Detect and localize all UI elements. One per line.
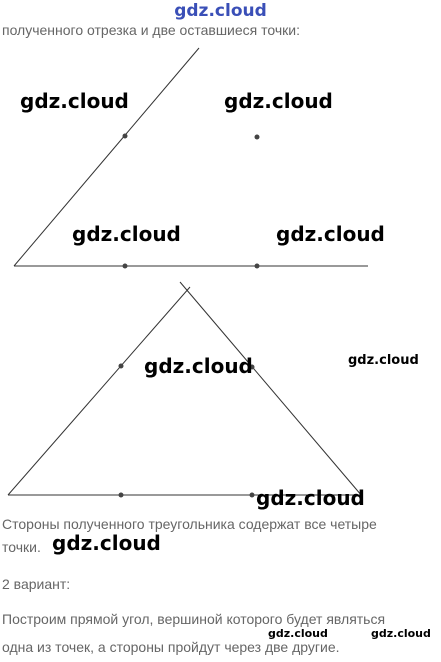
point-on-side <box>122 133 128 139</box>
watermark: gdz.cloud <box>371 627 431 640</box>
watermark: gdz.cloud <box>276 222 385 246</box>
watermark: gdz.cloud <box>144 354 253 378</box>
triangle-point-right <box>249 364 255 370</box>
watermark: gdz.cloud <box>348 353 419 368</box>
point-on-base-right <box>254 263 260 269</box>
watermark: gdz.cloud <box>256 486 365 510</box>
point-free <box>254 134 260 140</box>
watermark: gdz.cloud <box>20 89 129 113</box>
angle-side-line <box>13 47 200 267</box>
watermark: gdz.cloud <box>72 222 181 246</box>
triangle-left-side <box>7 286 191 496</box>
intro-line: полученного отрезка и две оставшиеся точ… <box>2 22 300 38</box>
watermark: gdz.cloud <box>52 531 161 555</box>
watermark: gdz.cloud <box>268 627 328 640</box>
triangle-sentence-line2: точки. <box>2 539 41 555</box>
watermark: gdz.cloud <box>224 89 333 113</box>
triangle-point-left <box>118 363 124 369</box>
right-angle-line2: одна из точек, а стороны пройдут через д… <box>2 639 340 655</box>
variant-heading: 2 вариант: <box>2 576 71 592</box>
right-angle-line1: Построим прямой угол, вершиной которого … <box>2 611 386 627</box>
site-logo-text: gdz.cloud <box>174 1 267 21</box>
triangle-right-side <box>179 281 363 497</box>
point-on-base-left <box>122 263 128 269</box>
triangle-sentence-line1: Стороны полученного треугольника содержа… <box>2 516 377 532</box>
triangle-point-base-right <box>249 492 255 498</box>
triangle-point-base-left <box>118 492 124 498</box>
